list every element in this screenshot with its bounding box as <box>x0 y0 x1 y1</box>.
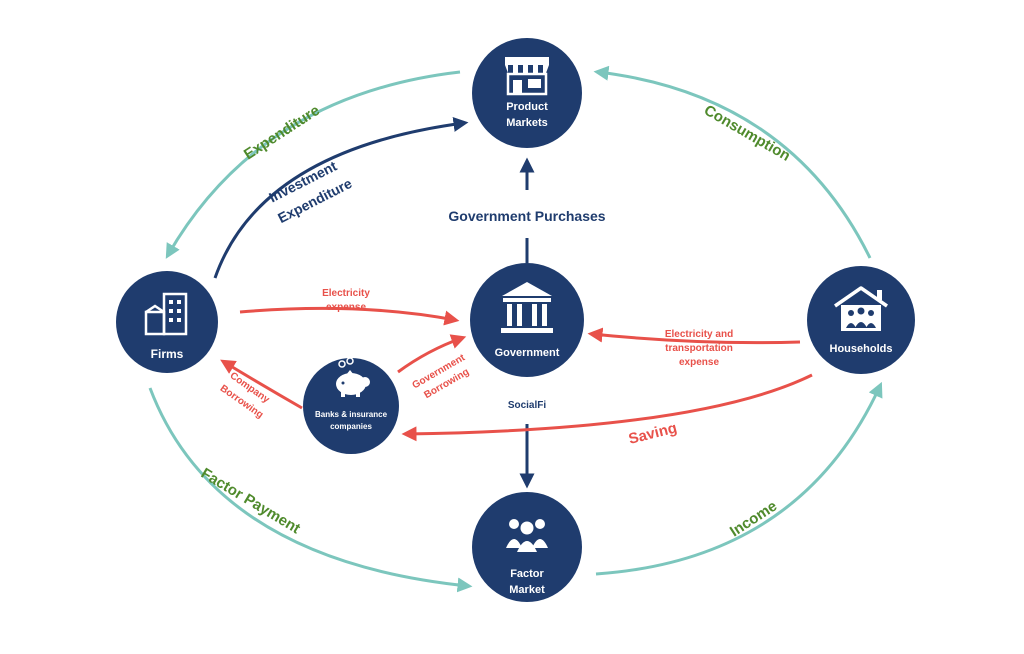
electricity-expense-line1: Electricity <box>322 288 370 299</box>
product-markets-line2: Markets <box>506 117 548 129</box>
electricity-expense-line2: expense <box>326 302 366 313</box>
electricity-transport-line1: Electricity and <box>665 329 733 340</box>
company-borrowing-arrow <box>220 359 303 410</box>
saving-arrow <box>401 373 813 442</box>
electricity-transport-line3: expense <box>679 357 719 368</box>
factor-payment-label: Factor Payment <box>198 465 303 538</box>
socialfi-label: SocialFi <box>508 400 547 411</box>
product-markets-line1: Product <box>506 101 548 113</box>
government-label: Government <box>495 347 560 359</box>
building-icon <box>144 292 188 336</box>
electricity-expense-arrow <box>239 306 460 326</box>
people-group-icon <box>506 519 548 552</box>
banks-line1: Banks & insurance <box>315 410 388 419</box>
factor-market-line2: Market <box>509 584 545 596</box>
gov-purchases-label: Government Purchases <box>448 208 605 224</box>
factor-market-node: Factor Market <box>472 492 582 602</box>
investment-expenditure-arrow <box>213 116 469 279</box>
bank-building-icon <box>501 282 553 333</box>
factor-payment-arrow <box>148 387 473 593</box>
electricity-transport-line2: transportation <box>665 343 733 354</box>
consumption-arrow <box>593 65 872 259</box>
banks-line2: companies <box>330 422 372 431</box>
house-family-icon <box>834 286 888 331</box>
income-arrow <box>595 381 883 576</box>
factor-market-line1: Factor <box>510 568 544 580</box>
expenditure-label: Expenditure <box>241 102 323 163</box>
product-markets-node: Product Markets <box>472 38 582 148</box>
expenditure-arrow <box>165 70 461 259</box>
banks-node: Banks & insurance companies <box>303 357 399 454</box>
gov-borrowing-arrow <box>397 334 467 374</box>
firms-node: Firms <box>116 271 218 373</box>
storefront-icon <box>505 57 549 96</box>
households-node: Households <box>807 266 915 374</box>
households-label: Households <box>830 343 893 355</box>
saving-label: Saving <box>627 419 679 447</box>
firms-label: Firms <box>151 347 184 361</box>
piggy-bank-icon <box>336 357 370 397</box>
consumption-label: Consumption <box>701 102 793 165</box>
government-node: Government <box>470 263 584 377</box>
electricity-transport-arrow <box>587 327 801 345</box>
